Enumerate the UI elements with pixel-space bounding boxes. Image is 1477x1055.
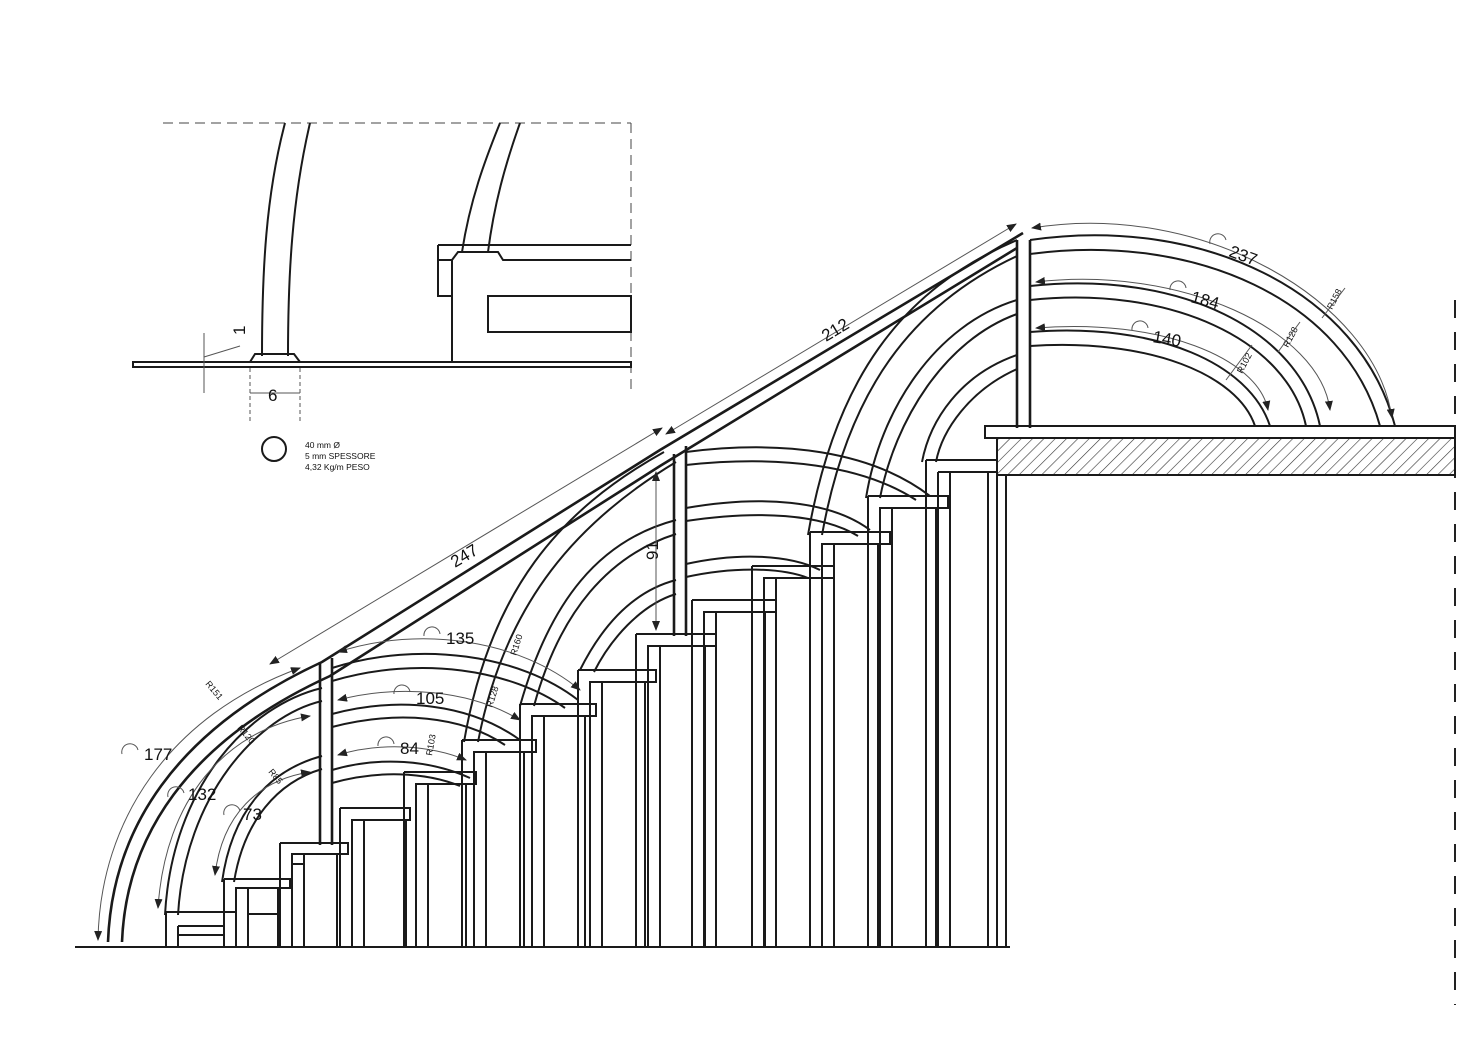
dim-84-arc xyxy=(337,746,467,761)
inset-step-cap xyxy=(451,251,631,261)
dim-r128-mid: R128 xyxy=(484,685,500,709)
inset-dim-thickness: 1 xyxy=(230,326,249,335)
top-sweep-2a xyxy=(865,299,1018,499)
spec-thickness: 5 mm SPESSORE xyxy=(305,451,376,461)
step-5 xyxy=(403,771,477,947)
dim-91: 91 xyxy=(643,541,662,560)
dim-177: 177 xyxy=(144,745,172,764)
dim-73: 73 xyxy=(243,805,262,824)
step-4 xyxy=(339,807,411,947)
steps xyxy=(165,459,997,947)
dim-132-sym xyxy=(167,786,185,798)
upper-arc-2a xyxy=(685,500,871,531)
dim-r151: R151 xyxy=(203,679,224,702)
dim-105-arc xyxy=(337,690,521,721)
inset-floor-plate xyxy=(132,361,632,368)
dim-105: 105 xyxy=(416,689,444,708)
landing-slab xyxy=(996,437,1456,476)
spec-diameter: 40 mm Ø xyxy=(305,440,340,450)
dim-247: 247 xyxy=(447,541,481,572)
inset-tube2-left-edge xyxy=(461,122,501,253)
inset-dim-1-leader xyxy=(203,345,241,358)
inset-step-slot xyxy=(487,295,632,333)
dim-r158: R158 xyxy=(1325,287,1344,311)
dim-r103: R103 xyxy=(424,733,438,756)
detail-inset: 1 6 40 mm Ø 5 mm SPESSORE 4,32 Kg/m PESO xyxy=(132,122,632,472)
dim-132-arc xyxy=(154,713,311,909)
dim-212-line xyxy=(665,223,1017,435)
step-7 xyxy=(519,703,597,947)
step-12 xyxy=(809,531,891,947)
dim-84: 84 xyxy=(400,739,419,758)
dim-105-sym xyxy=(393,684,411,695)
dim-177-arc xyxy=(94,667,301,941)
step-6 xyxy=(461,739,537,947)
dim-140: 140 xyxy=(1151,327,1182,351)
dim-184-sym xyxy=(1169,280,1187,291)
step-8 xyxy=(577,669,657,947)
upper-arc-1b xyxy=(685,460,917,501)
mid-arc-3b xyxy=(331,773,461,787)
dim-140-arc xyxy=(1035,323,1271,411)
dim-73-sym xyxy=(223,804,241,816)
upper-arc-2b xyxy=(685,514,859,537)
inset-step-tread xyxy=(437,244,631,297)
dim-135-sym xyxy=(423,626,441,637)
inset-tube2-right-edge xyxy=(487,122,521,253)
upper-arc-3a xyxy=(685,555,821,571)
mid-arc-3a xyxy=(331,760,471,779)
dim-212: 212 xyxy=(818,315,852,346)
dim-135: 135 xyxy=(446,629,474,648)
dim-237-sym xyxy=(1209,233,1227,245)
step-14 xyxy=(925,459,997,947)
tube-section-circle xyxy=(261,436,287,462)
landing xyxy=(984,425,1456,947)
inset-tube-foot xyxy=(249,353,301,363)
dim-73-arc xyxy=(212,769,311,876)
dim-184: 184 xyxy=(1189,288,1221,314)
dim-140-sym xyxy=(1131,320,1149,331)
dim-237: 237 xyxy=(1227,242,1260,270)
mid-arc-2a xyxy=(331,703,521,741)
landing-arc-2b xyxy=(1029,296,1307,427)
dim-84-sym xyxy=(377,736,395,747)
upper-arc-3b xyxy=(685,568,809,579)
dim-247-line xyxy=(269,427,663,665)
dim-177-sym xyxy=(121,743,139,755)
inset-tube-right-edge xyxy=(287,122,311,357)
dimensions: 212 247 91 237 184 140 R158 R128 R102 17… xyxy=(94,222,1395,941)
step-13 xyxy=(867,495,949,947)
upper-arc-1a xyxy=(685,446,931,497)
step-3 xyxy=(279,842,349,947)
spec-weight: 4,32 Kg/m PESO xyxy=(305,462,370,472)
dim-135-arc xyxy=(337,638,581,691)
dim-r120: R120 xyxy=(235,723,256,746)
landing-arc-2a xyxy=(1029,282,1321,427)
step-1 xyxy=(165,911,237,947)
landing-tread xyxy=(984,425,1456,439)
inset-dim-width: 6 xyxy=(268,386,277,405)
dim-237-arc xyxy=(1031,222,1395,419)
dim-184-arc xyxy=(1035,276,1333,411)
inset-tube-left-edge xyxy=(261,122,286,357)
left-arc-2b xyxy=(233,768,323,883)
dim-r128-top: R128 xyxy=(1281,325,1300,349)
dim-132: 132 xyxy=(188,785,216,804)
